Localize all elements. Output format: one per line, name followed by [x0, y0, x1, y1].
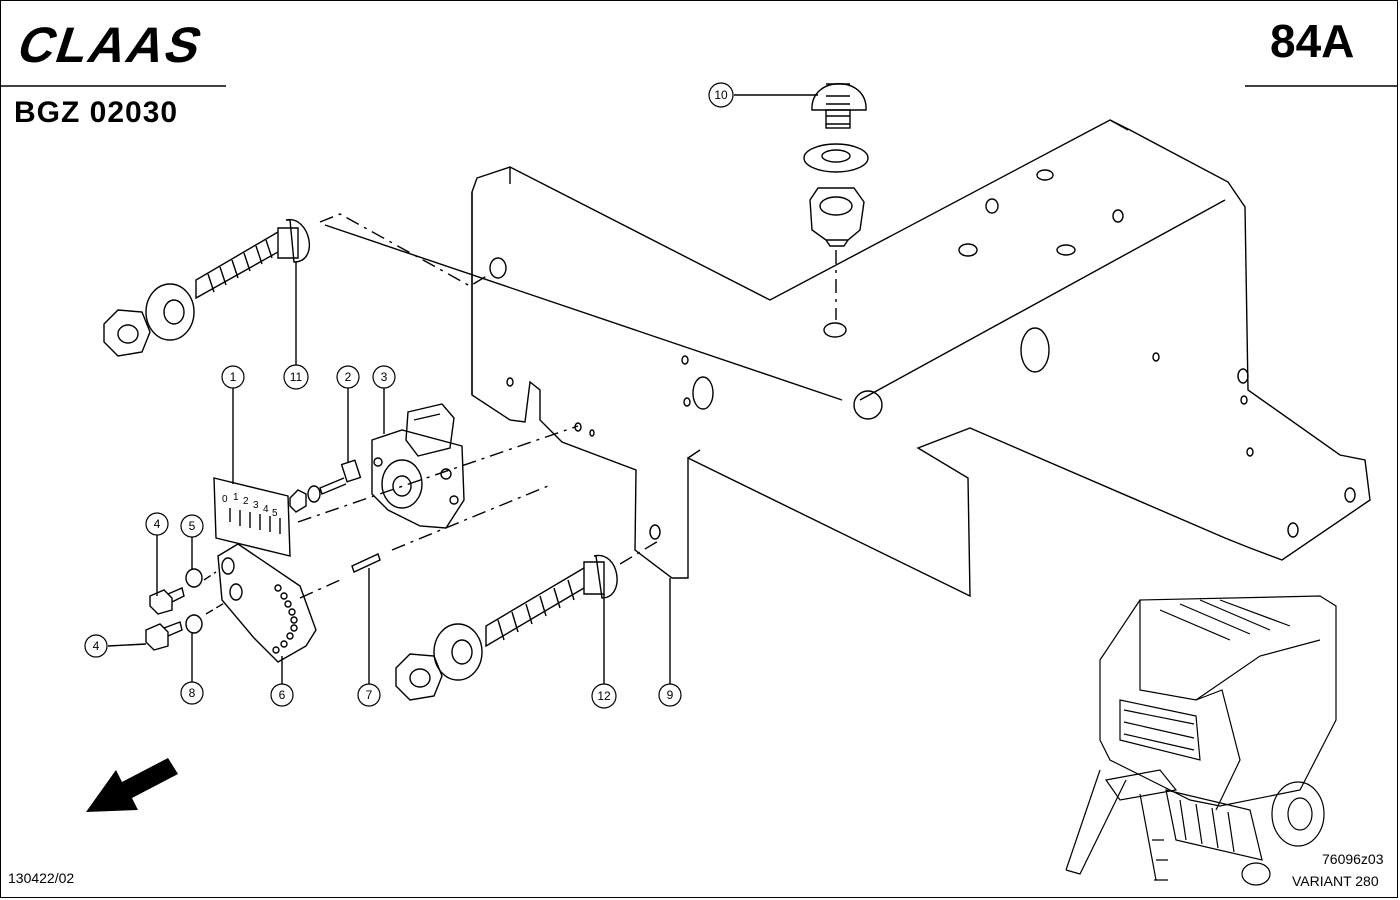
callout-label: 12 — [597, 689, 611, 703]
callout-label: 11 — [290, 370, 303, 384]
callout-2: 2 — [336, 365, 360, 389]
baler-overview-icon — [1065, 595, 1337, 886]
callout-label: 10 — [714, 88, 728, 102]
washer-5 — [185, 568, 203, 588]
assembly-line — [324, 199, 1226, 401]
scale-label: 2 — [243, 496, 249, 507]
washer-upper — [145, 283, 195, 341]
scale-label: 4 — [263, 504, 269, 515]
callout-label: 8 — [189, 686, 196, 700]
drawing-date: 130422/02 — [8, 870, 75, 886]
callout-label: 9 — [667, 688, 674, 702]
callout-9: 9 — [658, 683, 682, 707]
screw-4-lower — [145, 621, 183, 651]
claas-logo: CLAAS — [14, 20, 211, 68]
axis-line-screws — [203, 571, 227, 615]
washer-top — [803, 143, 869, 173]
page-number: 84A — [1270, 15, 1355, 67]
callout-layer: 1 2 3 4 4 5 6 7 8 9 10 11 12 — [84, 82, 734, 709]
axis-line-upper — [319, 213, 491, 287]
callout-3: 3 — [372, 365, 396, 389]
washer-8 — [185, 614, 203, 634]
sensor-screw — [319, 459, 362, 495]
bolt-lower — [485, 555, 618, 648]
callout-4-lower: 4 — [84, 634, 108, 658]
direction-arrow-icon — [86, 758, 178, 812]
callout-8: 8 — [180, 681, 204, 705]
callout-6: 6 — [270, 683, 294, 707]
sensor-nut — [289, 489, 307, 513]
sensor-washer — [307, 485, 321, 503]
callout-label: 3 — [381, 370, 388, 384]
brand-logo-text: CLAAS — [14, 20, 211, 68]
scale-label: 1 — [233, 492, 239, 503]
nut-top — [809, 187, 865, 247]
scale-label: 0 — [222, 494, 228, 505]
document-code: BGZ 02030 — [14, 96, 179, 129]
callout-1: 1 — [221, 365, 245, 389]
drawing-id: 76096z03 — [1322, 851, 1384, 867]
washer-lower — [433, 623, 483, 681]
carriage-bolt-top — [811, 83, 867, 129]
scale-label: 3 — [253, 500, 259, 511]
callout-label: 1 — [230, 370, 237, 384]
scale-plate — [213, 477, 291, 557]
callout-12: 12 — [591, 683, 617, 709]
callout-label: 5 — [189, 519, 196, 533]
support-bracket — [471, 119, 1371, 598]
roll-pin — [351, 553, 381, 573]
axis-line-sensor — [297, 425, 579, 523]
bolt-upper — [195, 219, 311, 300]
nut-lower — [395, 653, 443, 701]
callout-label: 4 — [93, 639, 100, 653]
callout-label: 7 — [366, 688, 373, 702]
segment-plate — [217, 543, 317, 663]
callout-label: 4 — [154, 517, 161, 531]
callout-4-upper: 4 — [145, 512, 169, 536]
callout-5: 5 — [180, 514, 204, 538]
callout-11: 11 — [283, 364, 309, 390]
model-name: VARIANT 280 — [1292, 873, 1379, 889]
callout-label: 6 — [279, 688, 286, 702]
axis-line-pin — [299, 485, 549, 599]
leader-4-lower — [107, 643, 147, 647]
callout-label: 2 — [345, 370, 352, 384]
callout-10: 10 — [708, 82, 734, 108]
nut-upper — [103, 309, 151, 357]
screw-4-upper — [149, 587, 185, 615]
axis-line-lower — [619, 539, 661, 565]
angle-sensor — [371, 403, 465, 529]
scale-label: 5 — [272, 508, 278, 519]
callout-7: 7 — [357, 683, 381, 707]
